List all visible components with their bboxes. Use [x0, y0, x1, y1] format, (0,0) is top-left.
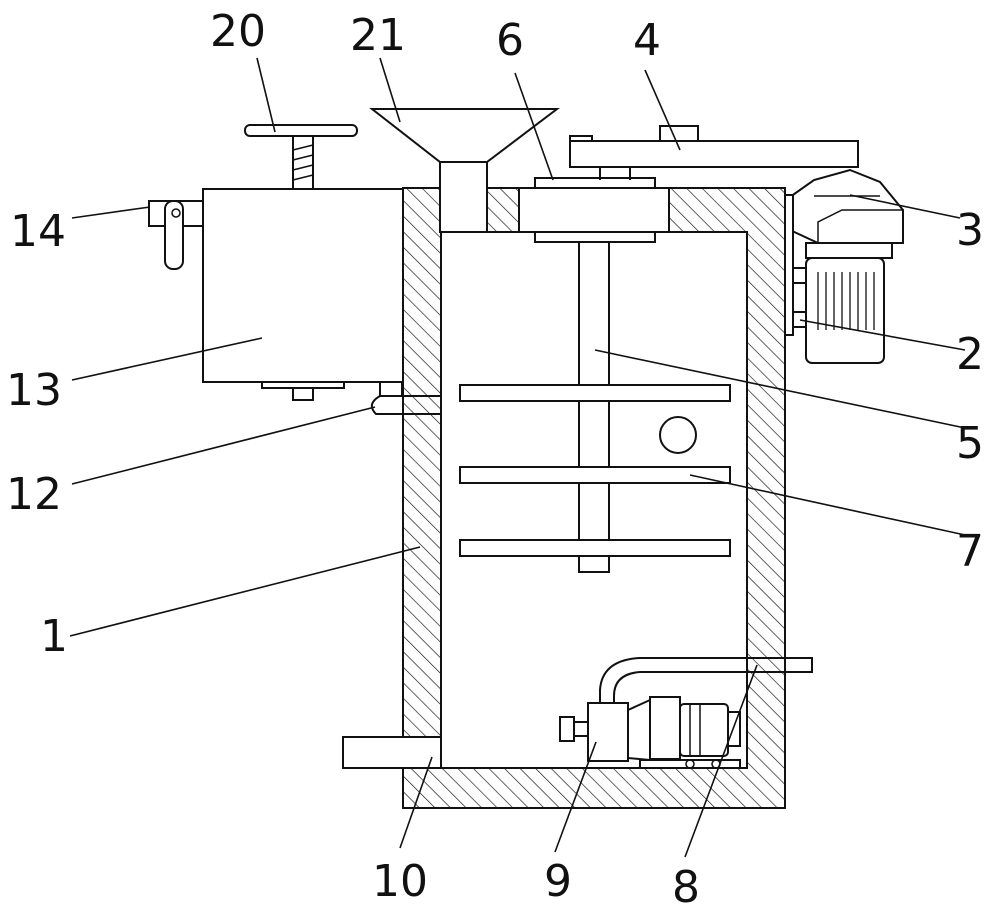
outlet-pipe	[599, 657, 813, 703]
belt-drive	[569, 125, 859, 180]
callout-14: 14	[10, 206, 66, 257]
callout-7: 7	[956, 526, 984, 577]
pump-assembly	[559, 696, 741, 769]
stirring-shaft	[578, 241, 610, 573]
callout-1: 1	[40, 611, 68, 662]
motor	[784, 194, 885, 364]
discharge-pipe	[342, 736, 442, 769]
callout-8: 8	[672, 862, 700, 913]
callout-9: 9	[544, 856, 572, 907]
stirring-blades	[459, 384, 731, 557]
callout-13: 13	[6, 365, 62, 416]
callout-2: 2	[956, 329, 984, 380]
handwheel-screw	[244, 124, 358, 190]
side-tank	[202, 188, 404, 401]
leader-lines	[69, 57, 966, 858]
callout-10: 10	[372, 856, 428, 907]
sight-window	[659, 416, 697, 454]
callout-21: 21	[350, 10, 406, 61]
gearbox	[789, 168, 904, 259]
callout-labels: 1 2 3 4 5 6 7 8 9 10 12 13 14 20 21	[6, 6, 984, 913]
feed-funnel	[369, 108, 560, 233]
callout-6: 6	[496, 15, 524, 66]
callout-12: 12	[6, 469, 62, 520]
callout-4: 4	[633, 15, 661, 66]
callout-5: 5	[956, 418, 984, 469]
callout-3: 3	[956, 205, 984, 256]
callout-20: 20	[210, 6, 266, 57]
latch	[148, 200, 204, 270]
connecting-pipe	[370, 381, 441, 415]
bearing-seat	[518, 177, 670, 243]
